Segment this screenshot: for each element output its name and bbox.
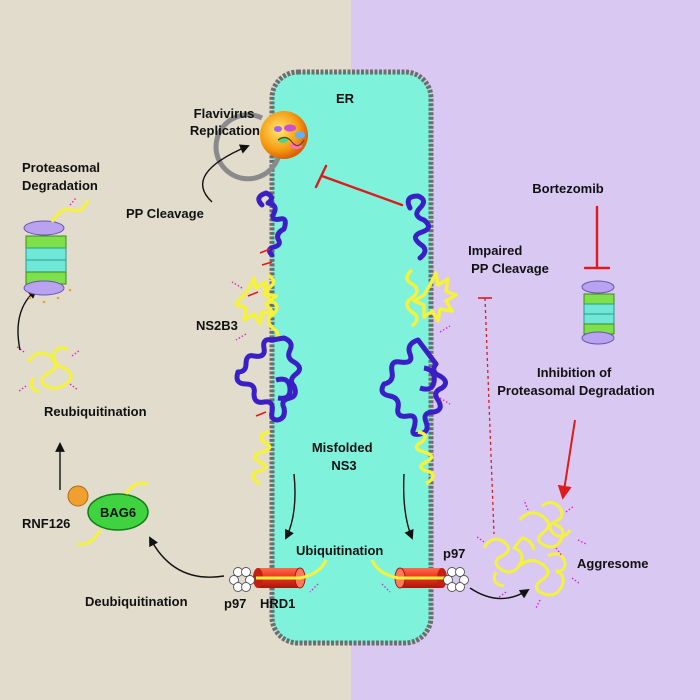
p97-hexamer-left [229, 567, 255, 592]
inhibition-label-line1: Inhibition of [537, 365, 612, 380]
p97-hexamer-right [443, 567, 469, 592]
inhibition-label-line2: Proteasomal Degradation [497, 383, 655, 398]
arrow-p97-to-bag6 [149, 536, 225, 578]
misfolded-label-line1: Misfolded [312, 440, 373, 455]
ns3-protease-domain-right [405, 193, 431, 261]
flavivirus-label-line1: Flavivirus [194, 106, 255, 121]
ubiquitination-label: Ubiquitination [296, 543, 383, 558]
cleavage-marks-left [247, 248, 273, 417]
proteasome-right [581, 280, 615, 345]
bortezomib-label: Bortezomib [532, 181, 604, 196]
impaired-label-line1: Impaired [468, 243, 522, 258]
proteasomal-label-line1: Proteasomal [22, 160, 100, 175]
proteasome-left [23, 197, 90, 304]
arrow-pp-cleavage-to-replication [201, 144, 250, 203]
ubiquitin-marks-aggresome [475, 499, 587, 609]
impaired-pp-cleavage-label: Impaired PP Cleavage [468, 243, 549, 276]
bag6-protein [87, 493, 149, 531]
misfolded-ns3-left [251, 430, 272, 486]
ns3-helicase-domain-left [234, 335, 302, 423]
aggresome-label: Aggresome [577, 556, 649, 571]
inhibition-replication-line [314, 164, 404, 207]
p97-left-label: p97 [224, 596, 246, 611]
inhibition-label: Inhibition of Proteasomal Degradation [497, 365, 655, 398]
pp-cleavage-label: PP Cleavage [126, 206, 204, 221]
ns2b3-label: NS2B3 [196, 318, 238, 333]
arrow-p97-to-aggresome [469, 587, 530, 600]
flavivirus-label-line2: Replication [190, 123, 260, 138]
bag6-complex [67, 481, 149, 546]
ns2b3-right-protein [379, 193, 458, 437]
ns2b-domain-right [412, 271, 458, 323]
impaired-label-line2: PP Cleavage [471, 261, 549, 276]
arrow-ns3-to-hrd1-left [285, 473, 296, 540]
bortezomib-inhibition-line [583, 205, 611, 270]
rnf126-protein [67, 485, 89, 507]
ns2b3-left-protein [231, 190, 302, 423]
ns3-protease-domain-left [256, 190, 288, 258]
substrate-strand-left [256, 559, 328, 580]
er-label: ER [336, 91, 355, 106]
arrow-inhibition-to-aggresome [557, 419, 576, 500]
misfolded-ns3-label: Misfolded NS3 [312, 440, 376, 473]
misfolded-label-line2: NS3 [331, 458, 356, 473]
reubiquitination-label: Reubiquitination [44, 404, 147, 419]
p97-right-label: p97 [443, 546, 465, 561]
substrate-strand-right [370, 559, 446, 580]
arrow-ns3-to-hrd1-right [403, 473, 414, 540]
misfolded-ns3-right [414, 430, 435, 486]
proteasomal-label-line2: Degradation [22, 178, 98, 193]
ns3-helicase-domain-right [379, 337, 448, 437]
aggresome-cluster [482, 501, 572, 597]
hrd1-label: HRD1 [260, 596, 295, 611]
flavivirus-replication-label: Flavivirus Replication [190, 106, 260, 138]
replication-vesicle [213, 111, 308, 182]
deubiquitination-label: Deubiquitination [85, 594, 188, 609]
proteasomal-degradation-label: Proteasomal Degradation [22, 160, 104, 193]
rnf126-label: RNF126 [22, 516, 70, 531]
bag6-label: BAG6 [100, 505, 136, 520]
